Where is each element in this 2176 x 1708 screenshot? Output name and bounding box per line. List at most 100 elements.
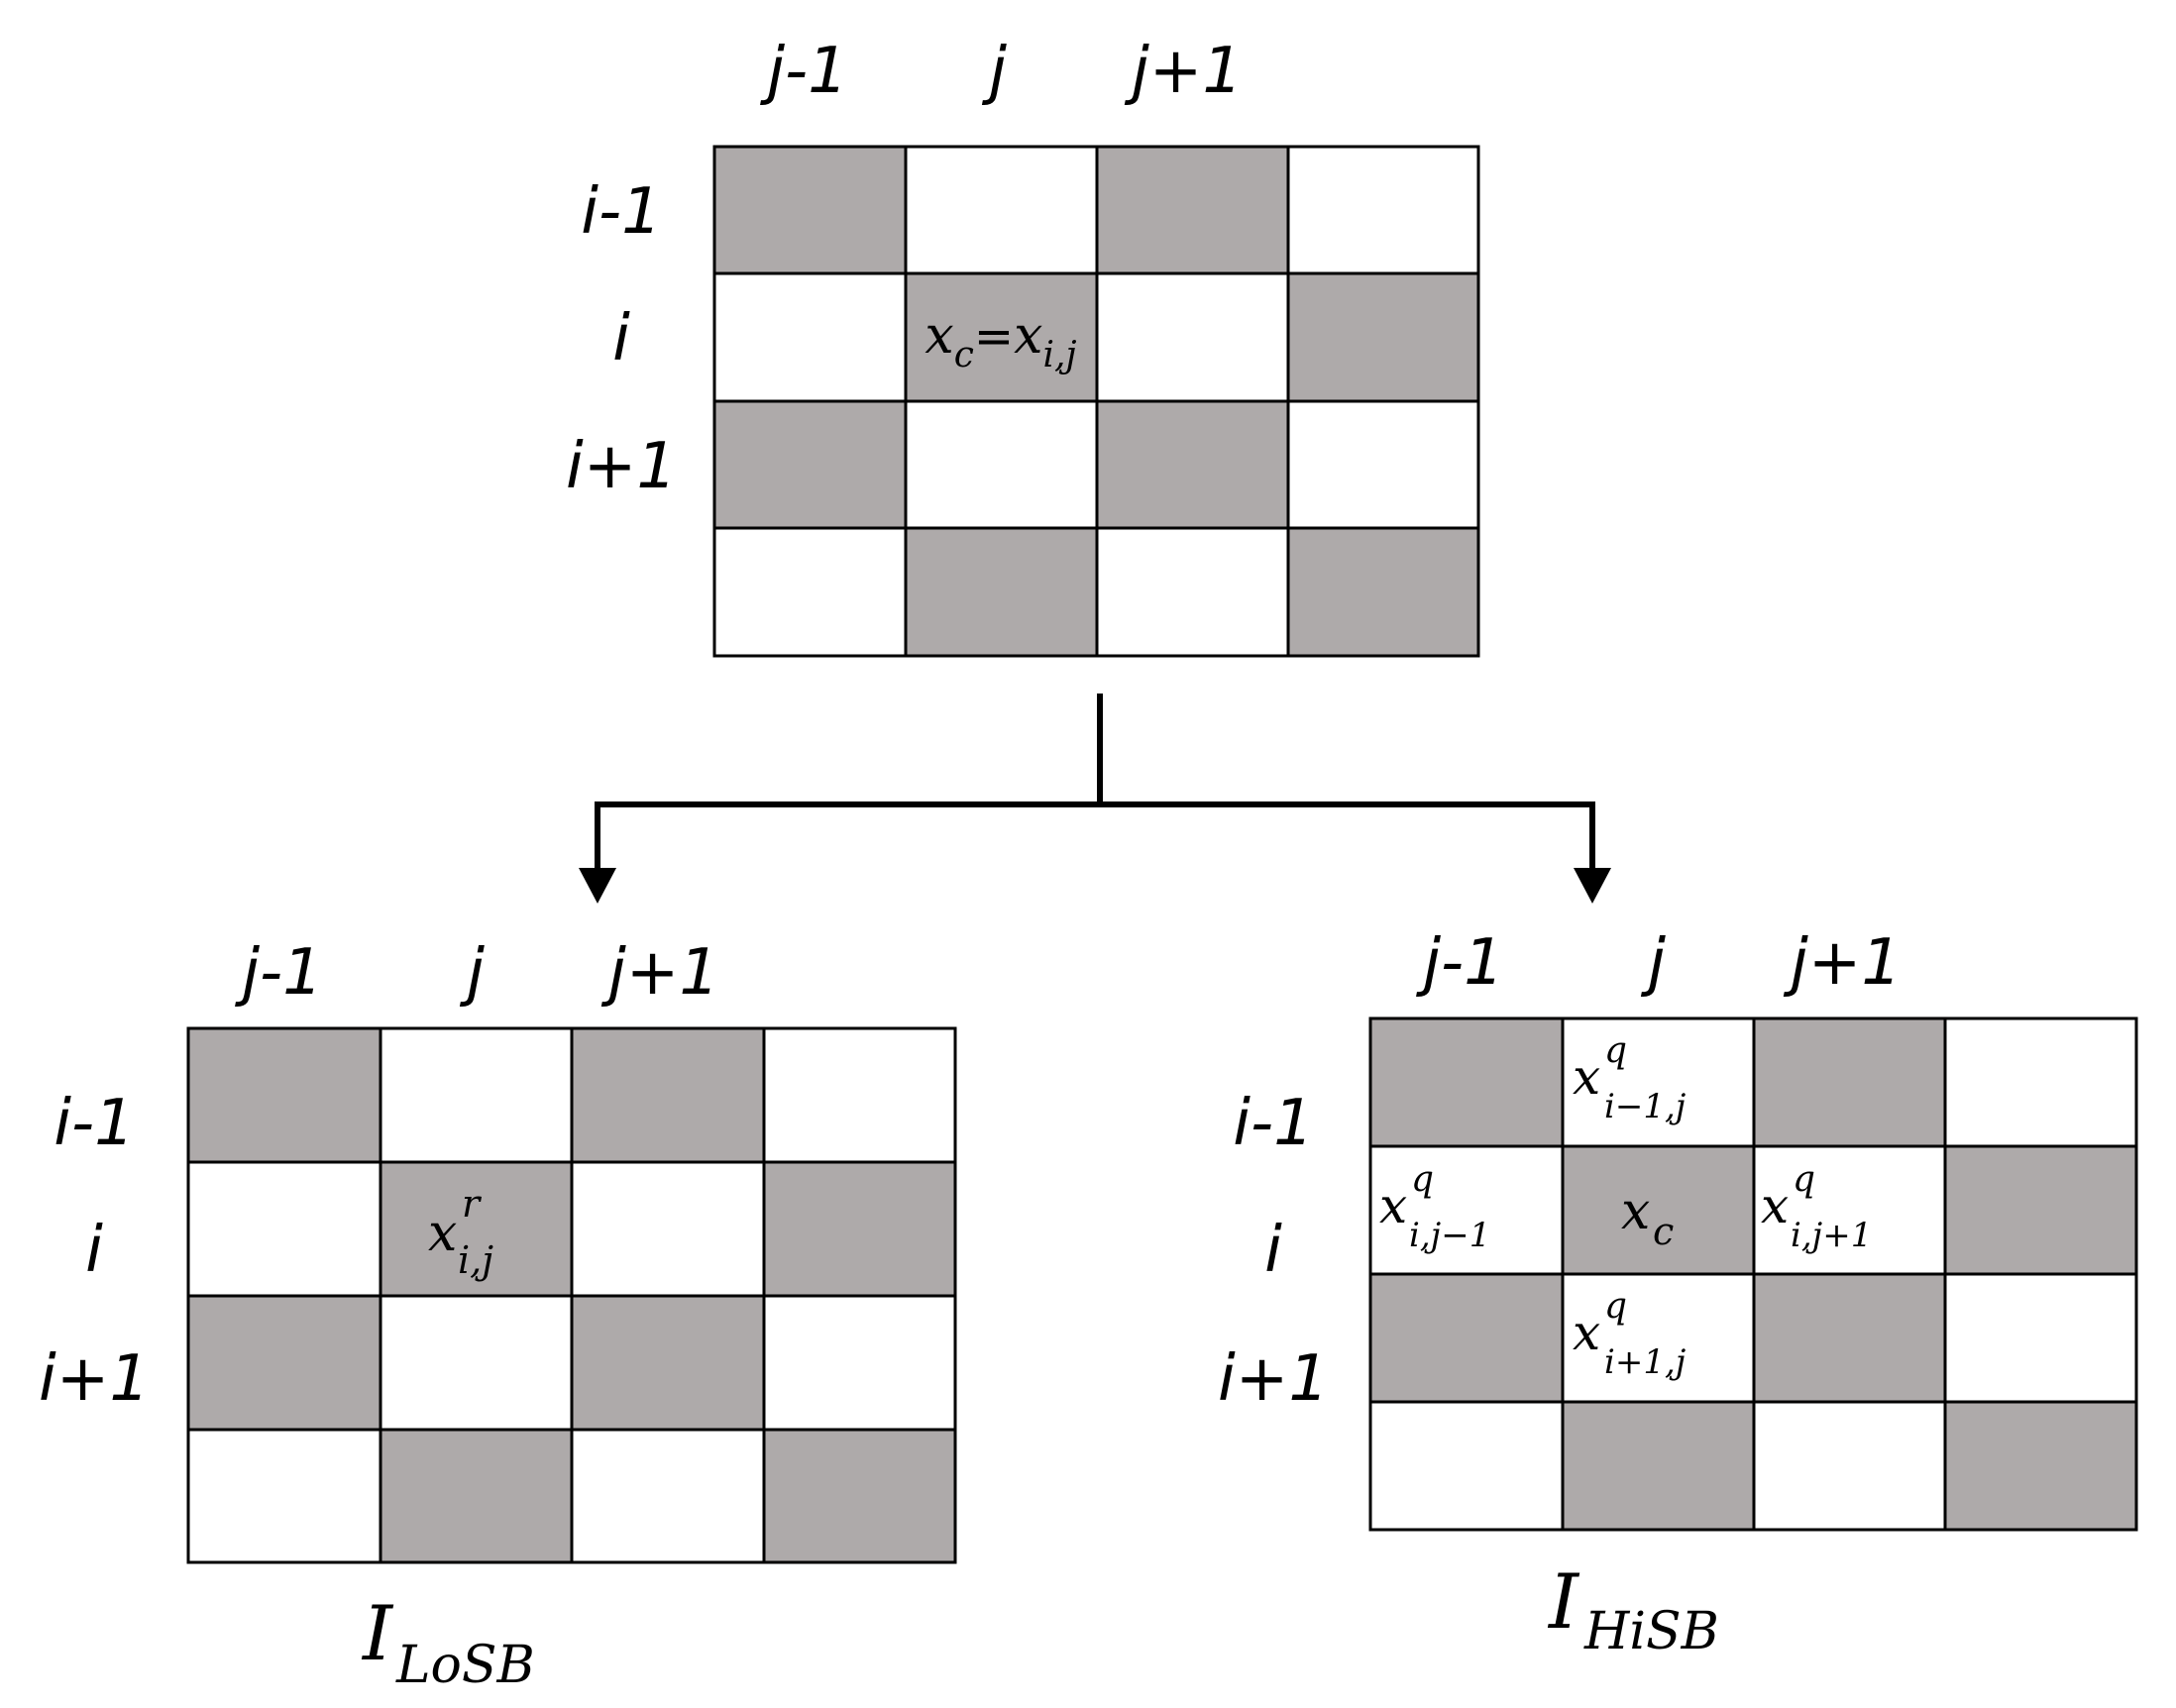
losb-cell-1-0: [186, 1160, 382, 1298]
hisb-cell-2-2: [1752, 1272, 1947, 1404]
top-cell-3-2: [1095, 526, 1290, 658]
top-cell-2-2: [1095, 399, 1290, 530]
hisb-center-var: x: [1621, 1182, 1650, 1241]
hisb-cell-1-3: [1943, 1144, 2138, 1276]
hisb-cell-0-2: [1752, 1016, 1947, 1148]
losb-cell-3-1: [379, 1428, 574, 1564]
hisb-top-var: x: [1573, 1048, 1600, 1106]
top-center-cell-formula: xc=xi,j: [925, 306, 1076, 375]
losb-cell-3-2: [570, 1428, 766, 1564]
hisb-top-sub: i−1,j: [1604, 1087, 1686, 1126]
arrowhead-left-icon: [579, 868, 616, 904]
hisb-row-label-i+1: i+1: [1218, 1342, 1329, 1416]
losb-cell-3-0: [186, 1428, 382, 1564]
hisb-left-var: x: [1379, 1177, 1407, 1234]
hisb-grid-cells: [1368, 1016, 2138, 1532]
hisb-cell-1-0: [1368, 1144, 1565, 1276]
hisb-right-sup: q: [1793, 1159, 1815, 1200]
top-cell-3-3: [1286, 526, 1480, 658]
losb-center-var: x: [428, 1204, 457, 1263]
top-cell-3-0: [712, 526, 908, 658]
hisb-cell-0-1: [1561, 1016, 1756, 1148]
losb-cell-0-3: [762, 1026, 957, 1164]
top-cell-2-0: [712, 399, 908, 530]
losb-col-label-j+1: j+1: [600, 936, 719, 1010]
top-cell-1-3: [1286, 271, 1480, 403]
losb-cell-2-1: [379, 1294, 574, 1432]
hisb-right-var: x: [1761, 1177, 1789, 1234]
losb-cell-1-3: [762, 1160, 957, 1298]
top-cell-1-1: [904, 271, 1099, 403]
hisb-cell-0-0: [1368, 1016, 1565, 1148]
losb-cell-3-3: [762, 1428, 957, 1564]
top-col-label-j: j: [981, 35, 1007, 108]
hisb-caption: I HiSB: [1547, 1557, 1719, 1661]
hisb-neighbor-left: x q i,j−1: [1379, 1159, 1490, 1255]
hisb-right-sub: i,j+1: [1791, 1216, 1872, 1255]
hisb-neighbor-right: x q i,j+1: [1761, 1159, 1872, 1255]
hisb-left-sup: q: [1411, 1159, 1434, 1200]
hisb-col-label-j: j: [1640, 926, 1666, 1000]
losb-cell-2-0: [186, 1294, 382, 1432]
losb-caption-main: I: [361, 1589, 394, 1677]
hisb-row-label-i: i: [1264, 1214, 1282, 1287]
top-row-label-i: i: [612, 302, 630, 375]
top-row-label-i-1: i-1: [581, 175, 662, 249]
top-center-sub-2: i,j: [1042, 335, 1076, 375]
losb-cell-2-3: [762, 1294, 957, 1432]
losb-row-label-i: i: [85, 1214, 103, 1287]
hisb-bottom-sup: q: [1604, 1286, 1627, 1327]
hisb-bottom-var: x: [1573, 1304, 1600, 1361]
hisb-cell-0-3: [1943, 1016, 2138, 1148]
split-connector: [595, 694, 1595, 870]
losb-center-sub: i,j: [458, 1238, 493, 1282]
hisb-neighbor-bottom: x q i+1,j: [1573, 1286, 1686, 1382]
top-center-equals: =: [974, 309, 1014, 365]
hisb-cell-3-3: [1943, 1400, 2138, 1532]
losb-col-label-j: j: [459, 936, 485, 1010]
top-cell-0-1: [904, 145, 1099, 275]
losb-cell-0-0: [186, 1026, 382, 1164]
top-grid: j-1 j j+1 i-1 i i+1 xc=xi,j: [566, 35, 1480, 658]
top-cell-3-1: [904, 526, 1099, 658]
top-cell-0-0: [712, 145, 908, 275]
hisb-col-label-j+1: j+1: [1783, 926, 1902, 1000]
top-cell-0-2: [1095, 145, 1290, 275]
losb-grid: j-1 j j+1 i-1 i i+1 x r i,j I LoSB: [39, 936, 957, 1695]
hisb-neighbor-top: x q i−1,j: [1573, 1030, 1686, 1126]
losb-row-label-i-1: i-1: [54, 1087, 135, 1160]
hisb-bottom-sub: i+1,j: [1604, 1342, 1686, 1382]
losb-cell-0-2: [570, 1026, 766, 1164]
top-center-sub-1: c: [954, 335, 974, 375]
hisb-left-sub: i,j−1: [1409, 1216, 1490, 1255]
top-col-label-j+1: j+1: [1124, 35, 1243, 108]
hisb-cell-2-3: [1943, 1272, 2138, 1404]
hisb-cell-3-0: [1368, 1400, 1565, 1532]
top-cell-2-1: [904, 399, 1099, 530]
losb-cell-0-1: [379, 1026, 574, 1164]
top-cell-2-3: [1286, 399, 1480, 530]
losb-cell-1-2: [570, 1160, 766, 1298]
top-row-label-i+1: i+1: [566, 430, 677, 503]
losb-center-cell-formula: x r i,j: [428, 1182, 493, 1282]
hisb-row-label-i-1: i-1: [1233, 1087, 1314, 1160]
top-center-var-2: x: [1014, 306, 1042, 366]
losb-row-label-i+1: i+1: [39, 1342, 150, 1416]
top-cell-1-2: [1095, 271, 1290, 403]
losb-col-label-j-1: j-1: [234, 936, 323, 1010]
top-center-var-1: x: [925, 306, 953, 366]
hisb-caption-sub: HiSB: [1583, 1602, 1719, 1661]
hisb-cell-3-1: [1561, 1400, 1756, 1532]
top-cell-1-0: [712, 271, 908, 403]
losb-caption-sub: LoSB: [395, 1636, 535, 1695]
hisb-center-sub: c: [1653, 1210, 1674, 1253]
hisb-top-sup: q: [1604, 1030, 1627, 1071]
hisb-caption-main: I: [1547, 1557, 1580, 1646]
hisb-center-cell: x c: [1621, 1182, 1674, 1253]
top-grid-cells: [712, 145, 1480, 658]
losb-center-sup: r: [462, 1182, 483, 1226]
hisb-col-label-j-1: j-1: [1415, 926, 1504, 1000]
hisb-cell-2-1: [1561, 1272, 1756, 1404]
hisb-cell-3-2: [1752, 1400, 1947, 1532]
top-col-label-j-1: j-1: [759, 35, 848, 108]
